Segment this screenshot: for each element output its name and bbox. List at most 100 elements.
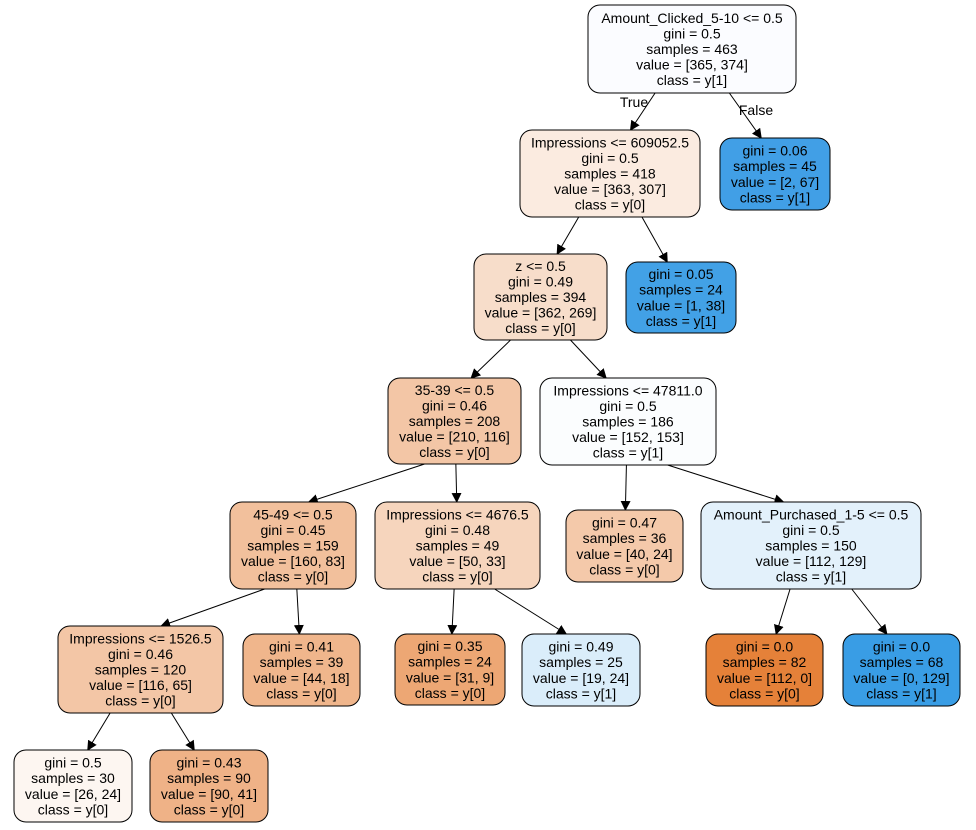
node-text-line: Amount_Clicked_5-10 <= 0.5 (601, 10, 783, 26)
node-text-line: class = y[1] (657, 72, 727, 88)
node-text-line: gini = 0.0 (873, 639, 930, 655)
node-text-line: gini = 0.5 (599, 398, 656, 414)
node-text-line: class = y[0] (415, 685, 485, 701)
node-box (842, 633, 961, 707)
node-text-line: z <= 0.5 (515, 258, 566, 274)
node-text-line: class = y[0] (729, 685, 799, 701)
tree-edge (293, 588, 304, 635)
node-box (394, 633, 506, 706)
node-text-line: gini = 0.0 (736, 639, 793, 655)
node-text-line: gini = 0.46 (422, 397, 487, 413)
node-box (473, 253, 608, 341)
node-text-line: value = [50, 33] (409, 553, 505, 569)
node-box (565, 509, 684, 583)
node-text-line: samples = 208 (409, 413, 501, 429)
edge-label-false: False (739, 102, 773, 118)
node-text-line: gini = 0.5 (782, 522, 839, 538)
tree-edge (774, 588, 791, 635)
node-text-line: Impressions <= 4676.5 (386, 506, 529, 522)
node-text-line: class = y[1] (646, 313, 716, 329)
node-text-line: class = y[0] (575, 197, 645, 213)
node-text-line: gini = 0.45 (261, 522, 326, 538)
node-text-line: gini = 0.49 (508, 273, 573, 289)
node-text-line: samples = 24 (639, 282, 723, 298)
node-text-line: class = y[0] (422, 569, 492, 585)
node-text-line: value = [2, 67] (731, 174, 819, 190)
node-box (719, 137, 831, 211)
node-box (519, 129, 701, 218)
tree-edge (451, 463, 462, 503)
node-text-line: class = y[1] (546, 685, 616, 701)
node-text-line: value = [31, 9] (406, 669, 494, 685)
node-text-line: class = y[1] (866, 685, 936, 701)
tree-edge (494, 588, 568, 635)
node-text-line: gini = 0.49 (549, 639, 614, 655)
node-text-line: gini = 0.46 (108, 646, 173, 662)
tree-edge (667, 464, 785, 505)
node-text-line: value = [112, 0] (717, 670, 812, 686)
node-text-line: class = y[0] (105, 693, 175, 709)
node-text-line: gini = 0.41 (269, 639, 334, 655)
node-box (149, 749, 269, 823)
node-text-line: gini = 0.43 (177, 755, 242, 771)
node-text-line: value = [44, 18] (253, 670, 349, 686)
tree-edge (570, 339, 607, 379)
tree-edge (470, 339, 511, 379)
node-text-line: class = y[1] (776, 569, 846, 585)
node-box (539, 377, 717, 466)
node-text-line: value = [363, 307] (554, 181, 666, 197)
node-text-line: samples = 82 (723, 654, 807, 670)
node-text-line: gini = 0.06 (743, 143, 808, 159)
node-text-line: value = [112, 129] (756, 553, 867, 569)
node-text-line: gini = 0.5 (663, 25, 720, 41)
node-text-line: class = y[0] (258, 569, 328, 585)
node-box (13, 749, 133, 823)
node-text-line: class = y[1] (593, 445, 663, 461)
node-text-line: value = [19, 24] (533, 670, 629, 686)
node-text-line: samples = 159 (247, 538, 339, 554)
tree-edge (641, 216, 668, 263)
node-text-line: Impressions <= 47811.0 (553, 382, 702, 398)
node-box (705, 633, 824, 707)
node-text-line: samples = 30 (31, 770, 115, 786)
tree-edge (87, 712, 111, 751)
node-text-line: value = [90, 41] (161, 786, 257, 802)
node-text-line: value = [160, 83] (241, 553, 345, 569)
node-box (229, 501, 357, 590)
node-text-line: value = [1, 38] (637, 297, 725, 313)
tree-edge (620, 464, 631, 511)
node-text-line: value = [365, 374] (636, 57, 748, 73)
tree-edge (170, 712, 195, 751)
node-text-line: samples = 186 (582, 414, 674, 430)
node-text-line: class = y[0] (38, 801, 108, 817)
node-text-line: Impressions <= 609052.5 (531, 134, 689, 150)
node-text-line: class = y[0] (419, 444, 489, 460)
tree-edge (160, 588, 265, 628)
node-text-line: samples = 49 (416, 538, 500, 554)
node-box (700, 501, 922, 590)
tree-edge (629, 92, 656, 131)
node-text-line: class = y[0] (266, 685, 336, 701)
tree-edge (447, 588, 458, 635)
node-text-line: samples = 24 (408, 654, 492, 670)
node-text-line: samples = 418 (564, 166, 656, 182)
node-text-line: gini = 0.35 (418, 638, 483, 654)
node-text-line: value = [362, 269] (485, 305, 597, 321)
